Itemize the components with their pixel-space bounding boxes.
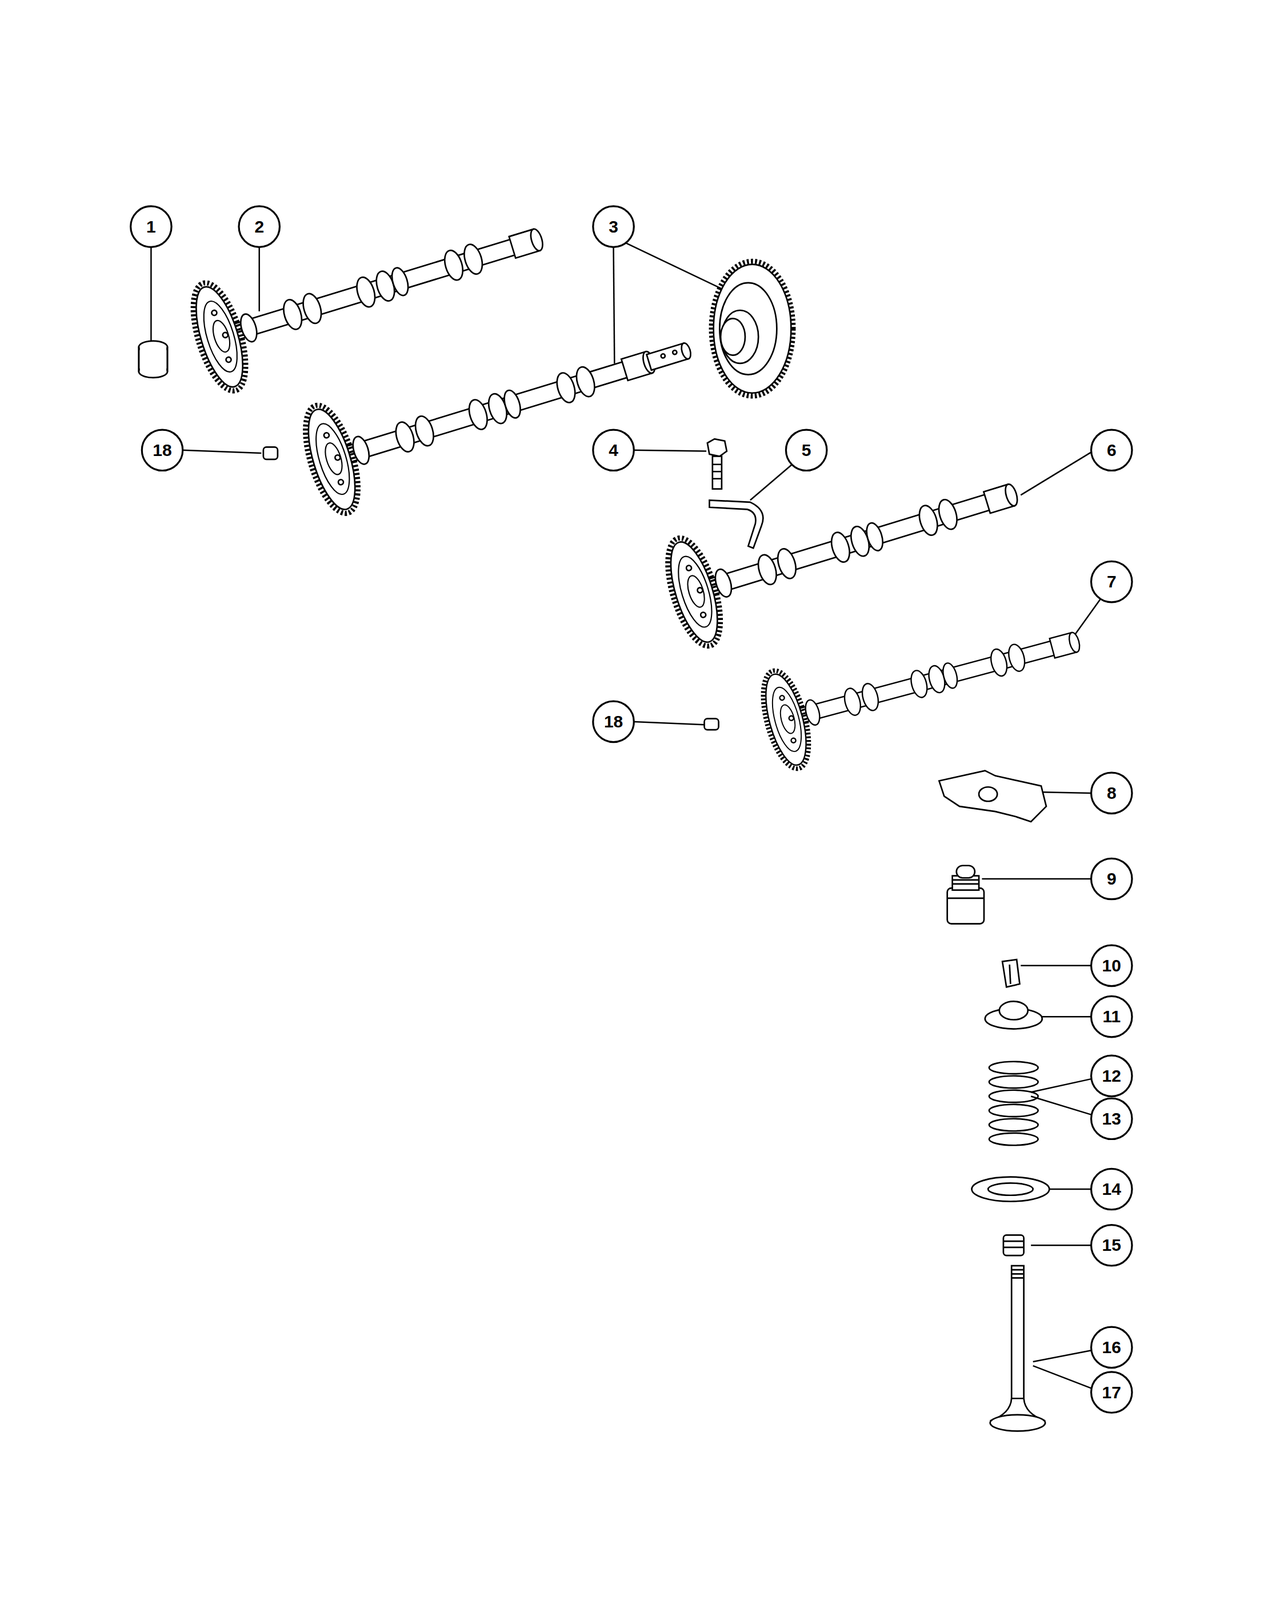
callout-number: 15 [1093, 1227, 1130, 1263]
callout-number: 13 [1093, 1101, 1130, 1137]
parts-drawing [130, 184, 1132, 1431]
callout-number: 18 [144, 432, 180, 468]
callout-number: 17 [1093, 1374, 1130, 1411]
callout-number: 12 [1093, 1058, 1130, 1094]
callout-number: 11 [1093, 998, 1130, 1035]
callout-number: 14 [1093, 1171, 1130, 1207]
callout-number: 18 [596, 704, 632, 740]
callout-number: 4 [596, 432, 632, 468]
callout-number: 3 [596, 209, 632, 245]
callout-number: 1 [133, 209, 169, 245]
callout-number: 7 [1093, 564, 1130, 600]
callout-number: 10 [1093, 948, 1130, 984]
callout-number: 6 [1093, 432, 1130, 468]
callout-number: 8 [1093, 775, 1130, 811]
callout-number: 16 [1093, 1329, 1130, 1366]
callout-number: 2 [241, 209, 278, 245]
callout-number: 9 [1093, 861, 1130, 897]
callout-circles [130, 206, 1132, 1413]
leader-lines [150, 242, 1100, 1388]
callout-number: 5 [788, 432, 824, 468]
